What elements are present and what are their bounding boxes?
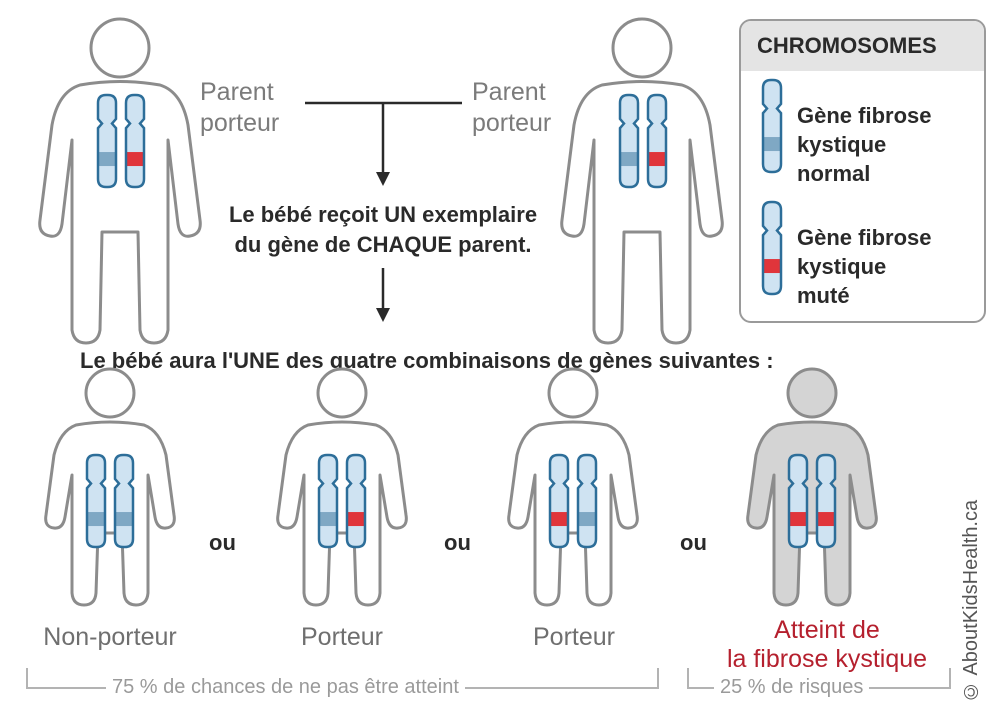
bracket-label-affected: 25 % de risques xyxy=(714,676,869,699)
copyright-text: © AboutKidsHealth.ca xyxy=(960,470,983,702)
bracket-label-unaffected: 75 % de chances de ne pas être atteint xyxy=(106,676,465,699)
